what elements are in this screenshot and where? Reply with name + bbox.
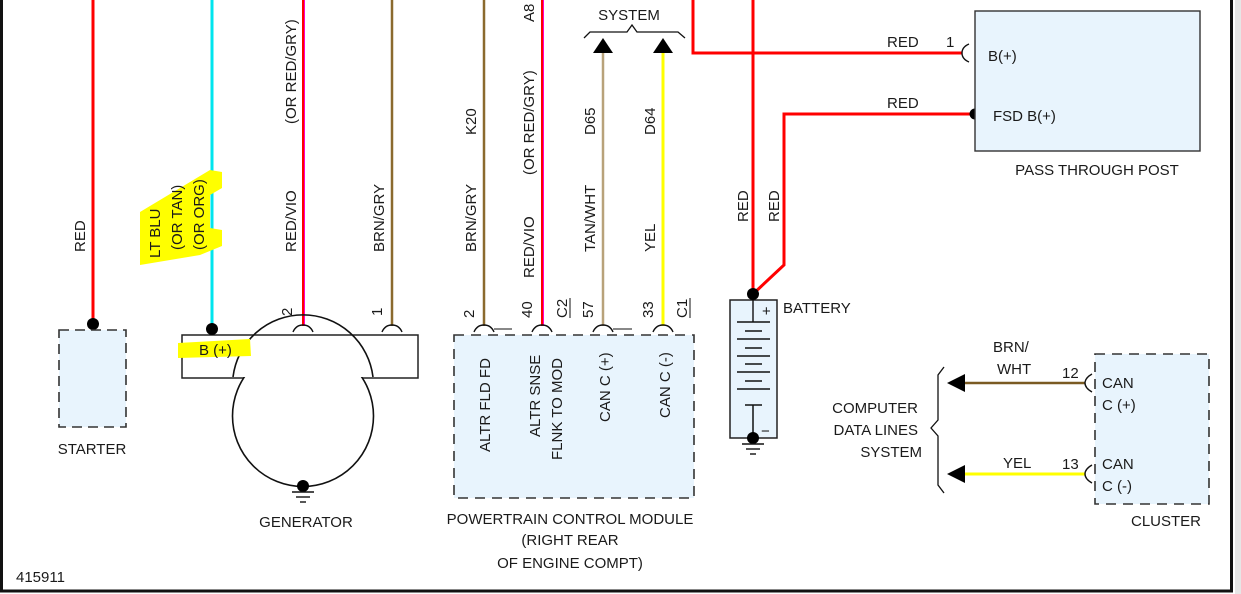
arrow-up-icon (593, 38, 613, 53)
pin-label-gen-2: 2 (279, 308, 296, 316)
highlight-bplus (178, 339, 251, 358)
connector-pcm-k20 (473, 324, 495, 333)
circuit-label-d64: D64 (642, 107, 659, 135)
arrow-up-icon (653, 38, 673, 53)
connector-ptp-1 (961, 43, 970, 63)
wire-ptp-fsd[interactable] (751, 112, 975, 296)
arrow-left-icon (947, 465, 965, 483)
pcm-pin-name-altr-fld: ALTR FLD FD (477, 358, 494, 452)
splice-dot (87, 318, 99, 330)
cdl-label-line3: SYSTEM (860, 444, 922, 461)
generator-terminal-bplus: B (+) (199, 342, 232, 359)
cdl-brace (930, 366, 945, 494)
cluster-terminal-can-plus-2: C (+) (1102, 397, 1136, 414)
pin-label-pcm-2: 2 (461, 310, 478, 318)
wire-label-battery-2: RED (766, 190, 783, 222)
wire-label-pcm-k20: BRN/GRY (463, 184, 480, 252)
pin-label-pcm-57: 57 (580, 301, 597, 318)
battery-plus-sign: + (762, 303, 771, 320)
pcm-label-line3: OF ENGINE COMPT) (497, 555, 643, 572)
highlight-wire-label (140, 170, 222, 265)
connector-gen-pin2 (292, 324, 314, 333)
pcm-label-line1: POWERTRAIN CONTROL MODULE (447, 511, 694, 528)
cdl-label-line1: COMPUTER (832, 400, 918, 417)
connector-label-c2: C2 (554, 299, 571, 318)
battery-label: BATTERY (783, 300, 851, 317)
scrollbar[interactable] (1235, 0, 1241, 594)
pcm-pin-name-canc-minus: CAN C (-) (657, 352, 674, 418)
wire-label-ptp-fsd: RED (887, 95, 919, 112)
connector-pcm-a8 (531, 324, 553, 333)
circuit-label-d65: D65 (582, 107, 599, 135)
ground-dot (297, 480, 309, 492)
pin-label-ptp-1: 1 (946, 34, 954, 51)
arrow-left-icon (947, 374, 965, 392)
system-brace (583, 23, 686, 39)
wire-label-ortan: (OR TAN) (169, 185, 186, 250)
connector-cluster-12 (1084, 373, 1093, 393)
cdl-label-line2: DATA LINES (834, 422, 918, 439)
wire-label-ptp-b: RED (887, 34, 919, 51)
starter-box[interactable] (58, 329, 127, 428)
battery-cells-icon (737, 321, 770, 437)
wire-ptp-bplus[interactable] (691, 0, 962, 55)
wire-label-gen-pin2-alt: (OR RED/GRY) (283, 19, 300, 124)
cluster-terminal-can-minus-2: C (-) (1102, 478, 1132, 495)
wire-label-starter: RED (72, 220, 89, 252)
pin-label-gen-1: 1 (369, 308, 386, 316)
pcm-pin-name-canc-plus: CAN C (+) (597, 352, 614, 422)
circuit-label-k20: K20 (463, 108, 480, 135)
pcm-pin-name-altr-snse: ALTR SNSE (527, 355, 544, 437)
connector-label-c1: C1 (674, 299, 691, 318)
splice-dot (747, 288, 759, 300)
system-label-top: SYSTEM (598, 7, 660, 24)
wire-label-cluster-13: YEL (1003, 455, 1031, 472)
wire-label-gen-pin1: BRN/GRY (371, 184, 388, 252)
starter-label: STARTER (58, 441, 127, 458)
pcm-box[interactable] (453, 334, 695, 499)
pass-through-post-label: PASS THROUGH POST (1015, 162, 1179, 179)
pin-label-pcm-40: 40 (519, 301, 536, 318)
cluster-terminal-can-minus-1: CAN (1102, 456, 1134, 473)
wire-label-pcm-a8: RED/VIO (521, 216, 538, 278)
figure-id: 415911 (16, 569, 65, 586)
ptp-terminal-bplus: B(+) (988, 48, 1017, 65)
cluster-label: CLUSTER (1131, 513, 1201, 530)
cluster-terminal-can-plus-1: CAN (1102, 375, 1134, 392)
pin-label-cluster-13: 13 (1062, 456, 1079, 473)
wire-label-gen-pin2: RED/VIO (283, 190, 300, 252)
pin-label-cluster-12: 12 (1062, 365, 1079, 382)
pin-label-pcm-33: 33 (640, 301, 657, 318)
ground-dot (747, 432, 759, 444)
wire-label-cluster-12-line2: WHT (997, 361, 1031, 378)
wire-label-ororg: (OR ORG) (191, 179, 208, 250)
wire-label-battery-1: RED (735, 190, 752, 222)
pcm-label-line2: (RIGHT REAR (521, 532, 618, 549)
cluster-box[interactable] (1094, 353, 1210, 505)
battery-minus-sign: − (761, 423, 770, 440)
wire-label-pcm-d65: TAN/WHT (582, 185, 599, 252)
connector-cluster-13 (1084, 464, 1093, 484)
ptp-terminal-fsd-bplus: FSD B(+) (993, 108, 1056, 125)
splice-dot (206, 323, 218, 335)
generator-label: GENERATOR (259, 514, 353, 531)
wire-label-pcm-a8-alt: (OR RED/GRY) (521, 70, 538, 175)
wire-label-ltblu: LT BLU (147, 209, 164, 258)
wire-label-cluster-12-line1: BRN/ (993, 339, 1030, 356)
pcm-pin-name-flnk: FLNK TO MOD (549, 358, 566, 460)
connector-gen-pin1 (381, 324, 403, 333)
connector-pcm-d65 (592, 324, 614, 333)
pass-through-post-box[interactable] (974, 10, 1201, 152)
wire-label-pcm-d64: YEL (642, 224, 659, 252)
circuit-label-a8: A8 (521, 4, 538, 22)
connector-pcm-d64 (652, 324, 674, 333)
